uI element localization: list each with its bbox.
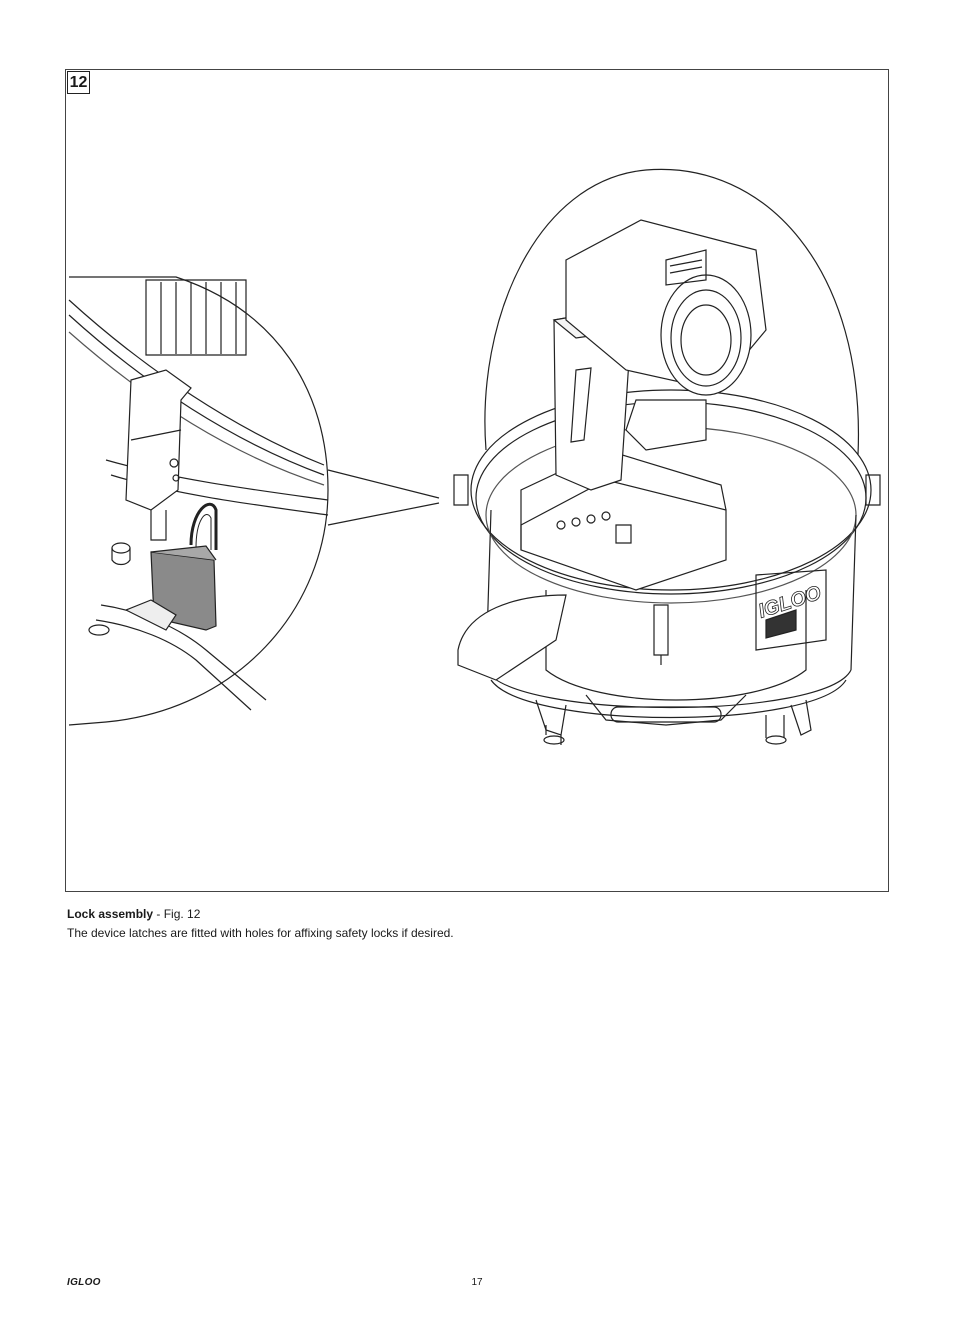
caption-ref: - Fig. 12	[153, 907, 201, 921]
detail-magnified-view	[69, 277, 439, 725]
page-number: 17	[471, 1277, 483, 1288]
latch	[126, 370, 191, 540]
caption-heading: Lock assembly - Fig. 12	[67, 905, 454, 924]
footer-brand: IGLOO	[67, 1277, 101, 1288]
igloo-main-view	[454, 169, 880, 745]
figure-caption: Lock assembly - Fig. 12 The device latch…	[67, 905, 454, 943]
lock-assembly-illustration: IGLOO	[66, 70, 888, 891]
figure-number: 12	[67, 71, 90, 94]
caption-title: Lock assembly	[67, 907, 154, 921]
caption-body: The device latches are fitted with holes…	[67, 926, 454, 940]
figure-frame: IGLOO 12	[65, 69, 889, 892]
dome	[485, 169, 859, 455]
